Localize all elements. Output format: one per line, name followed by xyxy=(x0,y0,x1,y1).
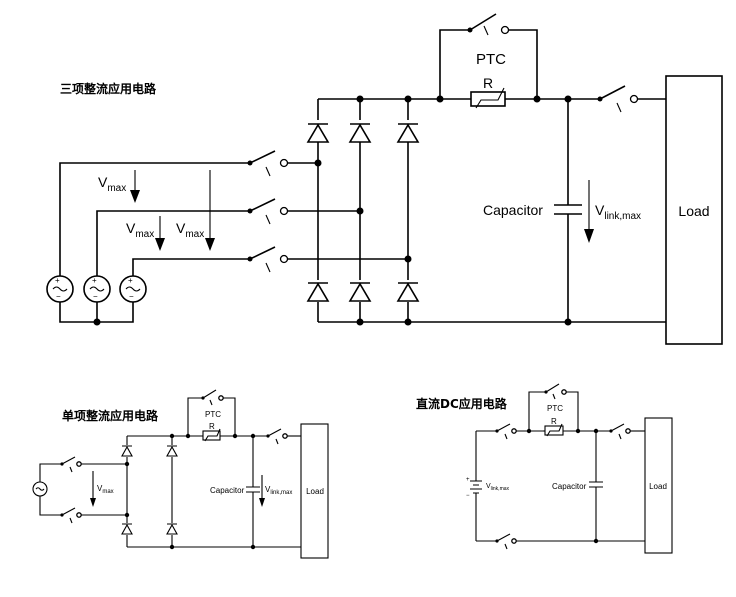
diode-upper-1 xyxy=(306,120,330,143)
single-capacitor: Capacitor xyxy=(210,436,260,550)
single-resistor: R xyxy=(183,422,268,442)
vlink-arrow: Vlink,max xyxy=(584,180,641,243)
ac-source-3-minus: − xyxy=(129,292,134,301)
single-input-switch-1 xyxy=(60,456,82,473)
dc-ptc-label: PTC xyxy=(547,404,563,413)
dc-battery: + − Vlink,max xyxy=(466,431,510,541)
dc-ptc-bypass: PTC xyxy=(528,383,579,431)
dc-vlink-label: Vlink,max xyxy=(486,483,510,492)
dc-input-switch-bottom xyxy=(495,533,517,550)
input-switch-2 xyxy=(247,198,289,225)
single-diode-4 xyxy=(166,523,178,535)
three-phase-title: 三项整流应用电路 xyxy=(60,81,157,96)
three-phase-circuit: 三项整流应用电路 + − + − + − xyxy=(46,13,723,345)
ac-source-1-minus: − xyxy=(56,292,61,301)
dc-capacitor-label: Capacitor xyxy=(552,482,587,491)
dc-battery-minus: − xyxy=(466,493,470,499)
ac-source-3-plus: + xyxy=(128,276,133,285)
single-capacitor-label: Capacitor xyxy=(210,486,245,495)
single-vlink-label: Vlink,max xyxy=(265,485,292,496)
single-bridge-diodes xyxy=(121,445,178,535)
single-diode-2 xyxy=(166,445,178,457)
dc-circuit: 直流DC应用电路 + − Vlink,max xyxy=(416,383,673,554)
diode-upper-3 xyxy=(396,120,420,143)
dc-resistor-label: R xyxy=(551,417,557,426)
ac-source-2-plus: + xyxy=(92,276,97,285)
single-vmax-arrow: Vmax xyxy=(90,471,114,507)
ac-source-1: + − xyxy=(46,275,74,303)
single-phase-circuit: 单项整流应用电路 Vmax xyxy=(32,389,329,559)
single-phase-title: 单项整流应用电路 xyxy=(62,408,159,423)
capacitor-label: Capacitor xyxy=(483,202,543,218)
diode-lower-1 xyxy=(306,280,330,302)
ac-source-3: + − xyxy=(119,275,147,303)
ac-source-1-plus: + xyxy=(55,276,60,285)
single-vlink-arrow: Vlink,max xyxy=(259,475,292,507)
single-diode-1 xyxy=(121,445,133,457)
ptc-label: PTC xyxy=(476,51,506,68)
single-load-box: Load xyxy=(300,423,329,559)
single-input-switch-2 xyxy=(60,507,82,524)
dc-resistor: R xyxy=(543,417,611,437)
single-load-label: Load xyxy=(306,487,324,496)
single-ptc-label: PTC xyxy=(205,410,221,419)
dc-link-capacitor: Capacitor xyxy=(483,99,582,326)
vmax-arrow-2: Vmax xyxy=(126,216,165,251)
ac-source-2-minus: − xyxy=(93,292,98,301)
input-switch-3 xyxy=(247,246,289,273)
dc-load-label: Load xyxy=(649,482,667,491)
resistor-label: R xyxy=(483,75,493,91)
ac-source-2: + − xyxy=(83,275,111,303)
single-ptc-bypass: PTC xyxy=(187,389,236,436)
output-switch xyxy=(597,85,666,113)
single-output-switch xyxy=(266,428,301,445)
single-diode-3 xyxy=(121,523,133,535)
vmax-arrow-1: Vmax xyxy=(98,170,140,203)
single-ac-source xyxy=(32,481,48,497)
single-resistor-label: R xyxy=(209,422,215,431)
load-box: Load xyxy=(665,75,723,345)
diode-lower-2 xyxy=(348,280,372,302)
vmax-label-3: Vmax xyxy=(176,220,204,240)
ptc-resistor: R xyxy=(440,75,600,109)
dc-battery-plus: + xyxy=(466,477,470,483)
vmax-arrow-3: Vmax xyxy=(176,170,215,251)
ptc-bypass-switch: PTC xyxy=(439,13,538,99)
input-switch-1 xyxy=(247,150,289,177)
dc-load-box: Load xyxy=(644,417,673,554)
dc-title: 直流DC应用电路 xyxy=(416,396,508,411)
vmax-label-1: Vmax xyxy=(98,174,126,194)
diode-upper-2 xyxy=(348,120,372,143)
load-label: Load xyxy=(678,203,709,219)
single-vmax-label: Vmax xyxy=(97,484,114,495)
dc-output-switch xyxy=(609,423,645,440)
dc-input-switch-top xyxy=(495,423,517,440)
diode-lower-3 xyxy=(396,280,420,302)
vmax-label-2: Vmax xyxy=(126,220,154,240)
bridge-diodes xyxy=(306,120,420,302)
dc-capacitor: Capacitor xyxy=(552,431,603,544)
vlink-label: Vlink,max xyxy=(595,202,641,222)
